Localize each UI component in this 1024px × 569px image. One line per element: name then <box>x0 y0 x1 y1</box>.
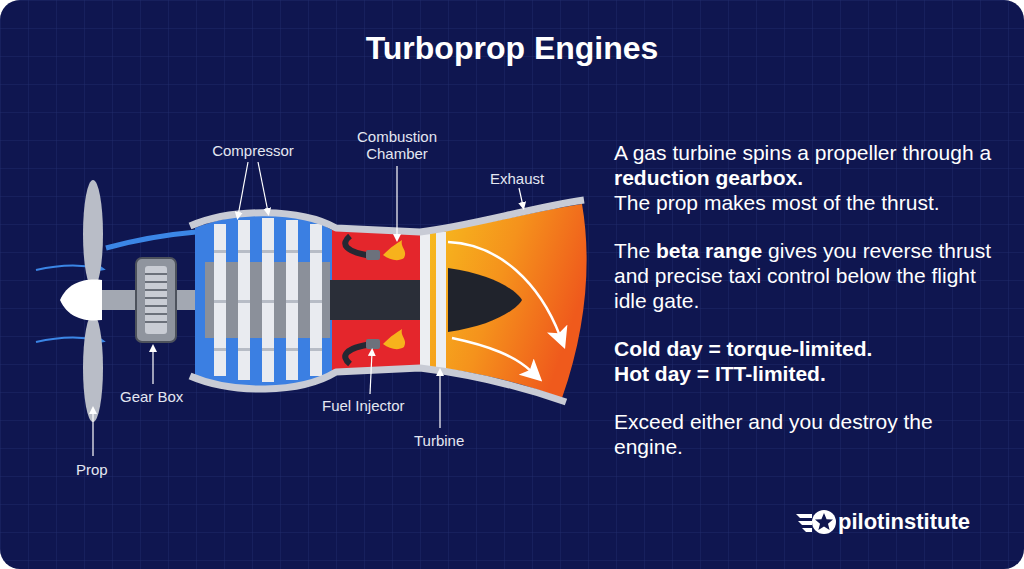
text-line: The beta range gives you reverse thrust … <box>614 238 1006 313</box>
compressor-blades <box>214 218 322 382</box>
turbine-blades <box>420 232 446 368</box>
body-text: The prop makes most of the thrust. <box>614 191 940 214</box>
paragraph: The beta range gives you reverse thrust … <box>614 238 1006 313</box>
prop-blade <box>83 180 103 288</box>
gear <box>145 266 167 334</box>
part-label: Exhaust <box>490 170 560 187</box>
gear-teeth <box>145 274 167 322</box>
part-label: Fuel Injector <box>322 397 422 414</box>
leader-lines <box>93 162 523 456</box>
flame <box>383 240 405 260</box>
engine-casing <box>190 200 584 232</box>
part-label: Combustion Chamber <box>342 128 452 162</box>
text-line: Hot day = ITT-limited. <box>614 361 1006 386</box>
part-label: Gear Box <box>120 388 200 405</box>
bold-text: Hot day = ITT-limited. <box>614 362 826 385</box>
logo-text: pilotinstitute <box>838 509 970 535</box>
spinner <box>60 280 102 321</box>
text-line: Cold day = torque-limited. <box>614 336 1006 361</box>
text-line: A gas turbine spins a propeller through … <box>614 140 1006 190</box>
paragraph: Exceed either and you destroy the engine… <box>614 409 1006 459</box>
flow-arrow <box>452 338 532 372</box>
part-label: Prop <box>76 461 126 478</box>
text-line: Exceed either and you destroy the engine… <box>614 409 1006 459</box>
prop-blade <box>83 314 103 422</box>
paragraph: Cold day = torque-limited.Hot day = ITT-… <box>614 336 1006 386</box>
flame <box>383 329 405 349</box>
inlet-duct <box>106 232 196 248</box>
bold-text: reduction gearbox. <box>614 166 803 189</box>
part-label: Compressor <box>203 142 303 159</box>
body-text: Exceed either and you destroy the engine… <box>614 410 933 458</box>
gear-box <box>136 258 176 342</box>
text-line: The prop makes most of the thrust. <box>614 190 1006 215</box>
bold-text: beta range <box>656 239 762 262</box>
title: Turboprop Engines <box>0 28 1024 68</box>
flow-arrow <box>448 242 560 336</box>
core-shaft <box>330 280 425 320</box>
part-label: Turbine <box>414 432 484 449</box>
bold-text: Cold day = torque-limited. <box>614 337 872 360</box>
exhaust-cone <box>448 268 522 332</box>
logo-icon <box>796 510 836 534</box>
body-text: A gas turbine spins a propeller through … <box>614 140 1006 482</box>
compressor-section <box>195 215 332 388</box>
blade-stripes <box>214 250 322 351</box>
body-text: The <box>614 239 650 262</box>
engine-casing <box>190 368 566 402</box>
paragraph: A gas turbine spins a propeller through … <box>614 140 1006 215</box>
body-text: A gas turbine spins a propeller through … <box>614 141 991 164</box>
